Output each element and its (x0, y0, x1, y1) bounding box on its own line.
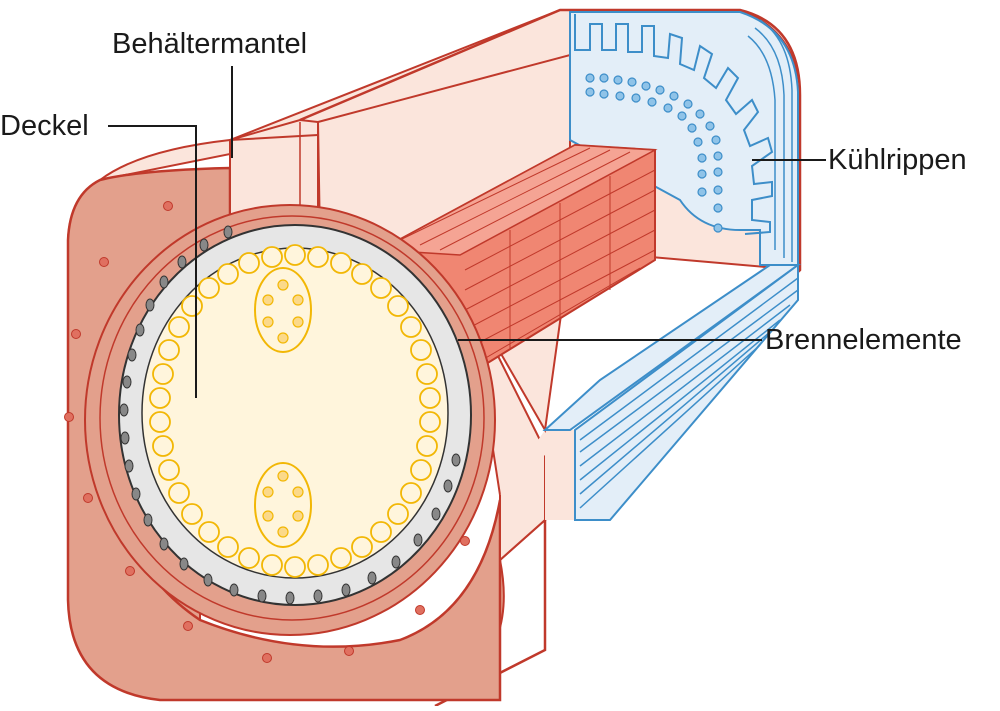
cask-outer-contour (299, 8, 802, 708)
label-behaeltermantel: Behältermantel (112, 28, 308, 60)
label-deckel: Deckel (0, 110, 89, 142)
neutron-moderator-holes (64, 201, 470, 663)
leader-lines (108, 66, 826, 398)
lid-icon (84, 204, 496, 636)
label-kuehlrippen: Kühlrippen (828, 144, 967, 176)
leader-deckel (108, 125, 197, 398)
cooling-fins-icon (542, 11, 802, 521)
cut-plane-lower (500, 430, 575, 520)
label-brennelemente: Brennelemente (765, 324, 962, 356)
